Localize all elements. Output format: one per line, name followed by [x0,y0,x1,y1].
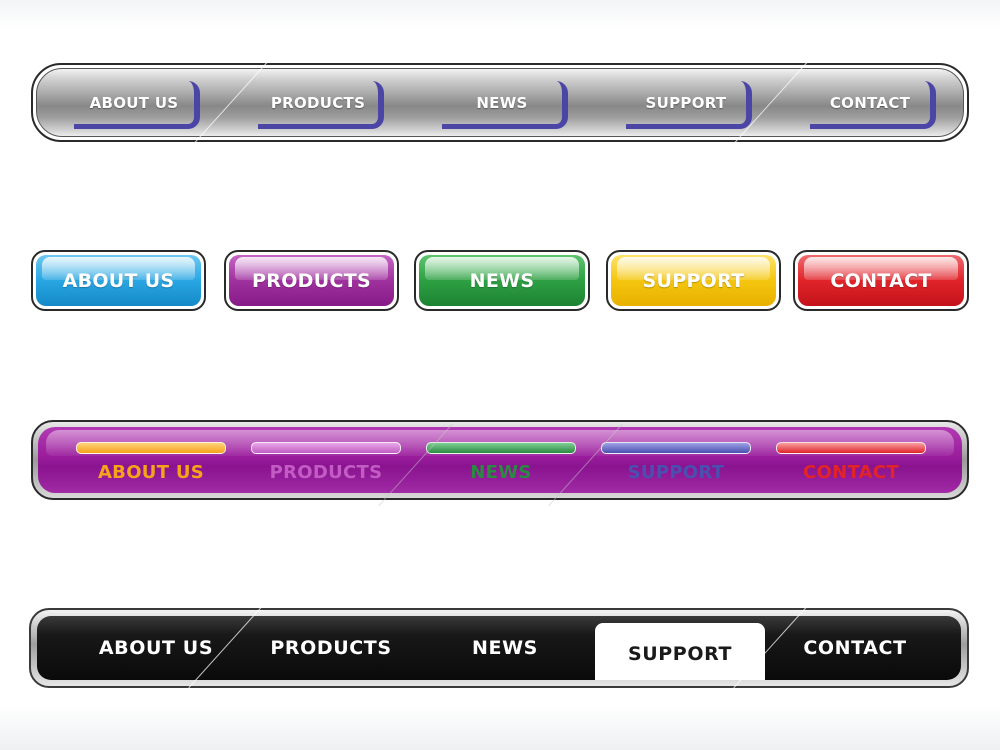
purple-tab-label: SUPPORT [627,462,725,483]
black-tab-label: ABOUT US [98,637,214,659]
glossy-button-face: CONTACT [798,255,964,306]
black-tab-label: PRODUCTS [270,637,392,659]
silver-tab-products[interactable]: PRODUCTS [258,81,384,129]
black-tab-label: SUPPORT [627,642,733,665]
black-bar-surface: ABOUT US PRODUCTS NEWS SUPPORT CONTACT [37,616,961,680]
glossy-button-contact[interactable]: CONTACT [793,250,969,311]
silver-tab-label: CONTACT [829,93,911,112]
glossy-button-label: NEWS [469,269,535,292]
silver-tab-label: PRODUCTS [270,93,366,112]
purple-tab-label: ABOUT US [97,462,205,483]
silver-tab-about-us[interactable]: ABOUT US [74,81,200,129]
glossy-button-label: PRODUCTS [252,269,371,292]
purple-navigation-bar: ABOUT US PRODUCTS NEWS SUPPORT CONTACT [31,420,969,500]
silver-tab-contact[interactable]: CONTACT [810,81,936,129]
black-tab-about-us[interactable]: ABOUT US [71,616,241,680]
indicator-bar [601,442,751,454]
purple-tab-label: CONTACT [803,462,899,483]
black-tab-support-active[interactable]: SUPPORT [595,623,765,680]
purple-bar-surface: ABOUT US PRODUCTS NEWS SUPPORT CONTACT [38,427,962,493]
glossy-button-label: CONTACT [830,269,932,292]
silver-bar-surface: ABOUT US PRODUCTS NEWS SUPPORT CONTACT [36,68,964,137]
glossy-button-face: PRODUCTS [229,255,394,306]
glossy-button-label: ABOUT US [62,269,175,292]
purple-tab-support[interactable]: SUPPORT [601,439,751,489]
purple-tab-label: NEWS [470,462,532,483]
purple-tab-news[interactable]: NEWS [426,439,576,489]
purple-tab-products[interactable]: PRODUCTS [251,439,401,489]
black-tab-label: CONTACT [803,637,907,659]
glossy-button-face: NEWS [419,255,585,306]
indicator-bar [76,442,226,454]
silver-tab-label: SUPPORT [645,93,727,112]
silver-tab-label: NEWS [476,93,528,112]
glossy-button-about-us[interactable]: ABOUT US [31,250,206,311]
silver-tab-support[interactable]: SUPPORT [626,81,752,129]
black-tab-products[interactable]: PRODUCTS [246,616,416,680]
glossy-button-news[interactable]: NEWS [414,250,590,311]
black-navigation-bar: ABOUT US PRODUCTS NEWS SUPPORT CONTACT [29,608,969,688]
purple-tab-label: PRODUCTS [269,462,383,483]
indicator-bar [776,442,926,454]
glossy-button-face: ABOUT US [36,255,201,306]
black-tab-news[interactable]: NEWS [420,616,590,680]
purple-tab-contact[interactable]: CONTACT [776,439,926,489]
indicator-bar [426,442,576,454]
silver-tab-label: ABOUT US [89,93,179,112]
black-tab-label: NEWS [472,637,538,659]
glossy-button-support[interactable]: SUPPORT [606,250,781,311]
purple-tab-about-us[interactable]: ABOUT US [76,439,226,489]
indicator-bar [251,442,401,454]
glossy-button-label: SUPPORT [642,269,745,292]
black-tab-contact[interactable]: CONTACT [770,616,940,680]
glossy-button-face: SUPPORT [611,255,776,306]
glossy-button-products[interactable]: PRODUCTS [224,250,399,311]
silver-tab-news[interactable]: NEWS [442,81,568,129]
silver-navigation-bar: ABOUT US PRODUCTS NEWS SUPPORT CONTACT [31,63,969,142]
